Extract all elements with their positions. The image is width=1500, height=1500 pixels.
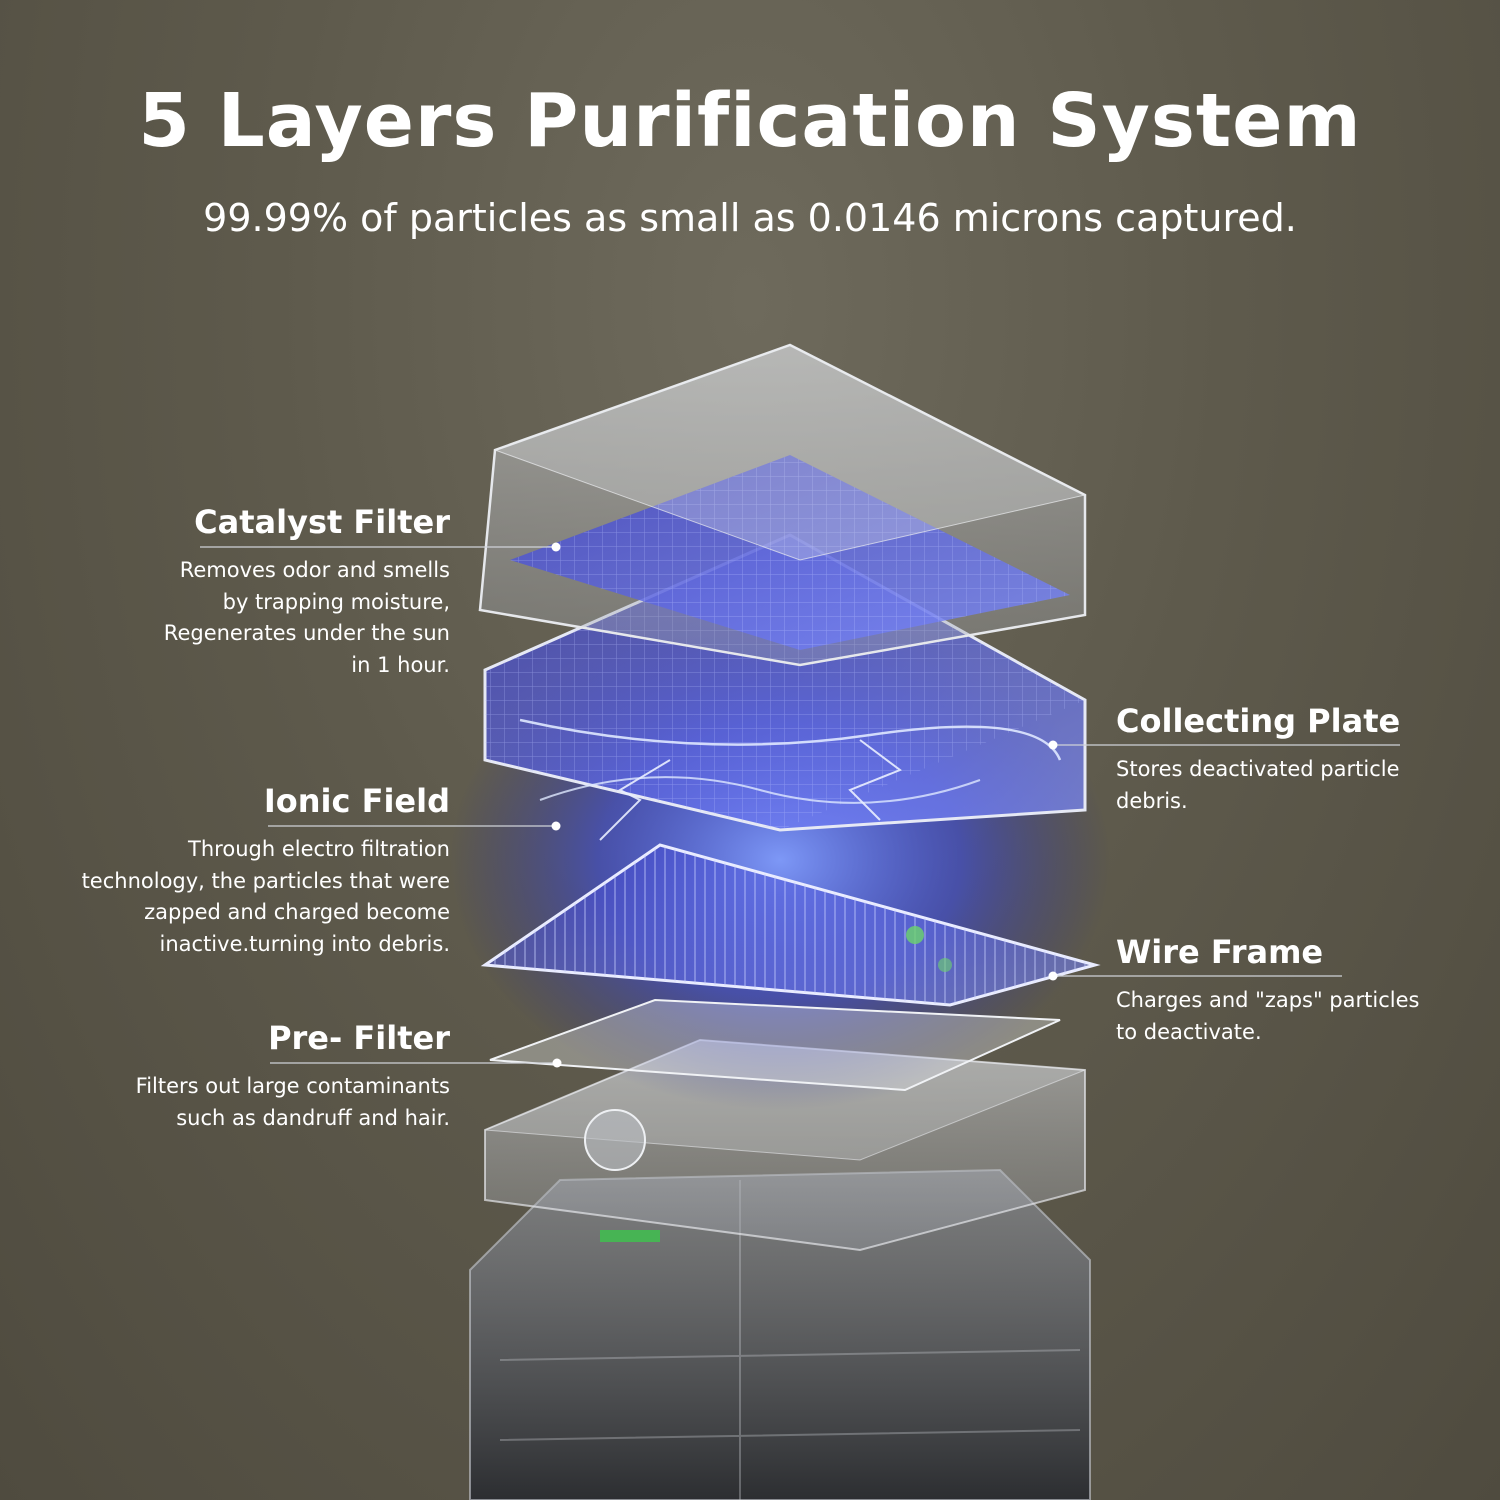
callout-ionic-field: Ionic Field Through electro filtration t… bbox=[82, 782, 450, 960]
page-title: 5 Layers Purification System bbox=[138, 78, 1362, 164]
page-subtitle: 99.99% of particles as small as 0.0146 m… bbox=[203, 196, 1297, 240]
callout-catalyst-filter-title: Catalyst Filter bbox=[194, 503, 450, 541]
callout-catalyst-filter-description: Removes odor and smells by trapping mois… bbox=[163, 558, 450, 677]
callout-collecting-plate-description: Stores deactivated particle debris. bbox=[1116, 757, 1400, 813]
callout-wire-frame-title: Wire Frame bbox=[1116, 933, 1324, 971]
callout-catalyst-filter: Catalyst Filter Removes odor and smells … bbox=[164, 503, 450, 681]
callout-wire-frame-description: Charges and "zaps" particles to deactiva… bbox=[1116, 988, 1420, 1044]
wire-frame-layer bbox=[480, 843, 1101, 1007]
catalyst-filter-layer bbox=[478, 343, 1087, 667]
callout-pre-filter-description: Filters out large contaminants such as d… bbox=[135, 1074, 450, 1130]
pre-filter-layer bbox=[489, 998, 1061, 1092]
purifier-base-body bbox=[469, 1168, 1091, 1500]
callout-collecting-plate: Collecting Plate Stores deactivated part… bbox=[1116, 702, 1400, 817]
callout-ionic-field-title: Ionic Field bbox=[263, 782, 450, 820]
callout-pre-filter-title: Pre- Filter bbox=[268, 1019, 450, 1057]
callout-pre-filter: Pre- Filter Filters out large contaminan… bbox=[136, 1019, 450, 1134]
callout-collecting-plate-title: Collecting Plate bbox=[1116, 702, 1401, 740]
callout-leaders bbox=[200, 542, 1400, 1068]
callout-wire-frame: Wire Frame Charges and "zaps" particles … bbox=[1116, 933, 1419, 1048]
callout-ionic-field-description: Through electro filtration technology, t… bbox=[81, 837, 450, 956]
